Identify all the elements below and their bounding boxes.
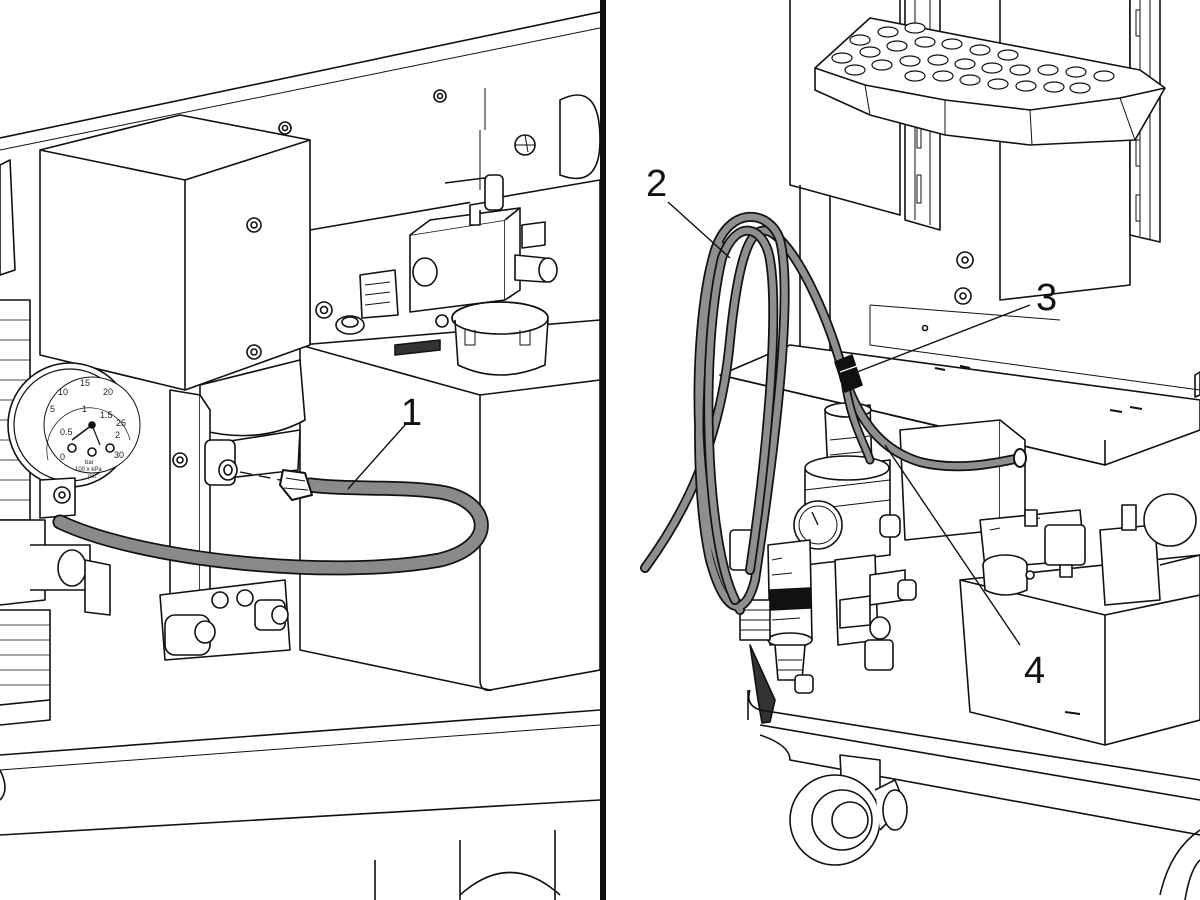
regulator-column xyxy=(0,159,16,276)
enclosure-box xyxy=(299,319,600,691)
gauge-tick-1: 1 xyxy=(82,404,87,414)
left-panel: 0 0.5 1 1.5 2 5 10 15 20 25 30 bar 100 x… xyxy=(0,11,600,900)
control-box xyxy=(39,114,311,391)
gauge-tick-5: 5 xyxy=(50,404,55,414)
gauge-tick-20: 20 xyxy=(103,387,113,397)
callout-4: 4 xyxy=(1024,650,1045,692)
callout-2: 2 xyxy=(646,163,667,205)
gauge-unit-kpa: 100 x kPa xyxy=(75,467,102,473)
hose-2-coil xyxy=(640,211,1025,615)
mounting-bracket xyxy=(169,389,201,626)
pressure-gauge: 0 0.5 1 1.5 2 5 10 15 20 25 30 bar 100 x… xyxy=(7,362,141,488)
gauge-unit-bar: bar xyxy=(85,460,94,466)
perforated-tray xyxy=(814,17,1166,146)
leader-line-2 xyxy=(667,201,731,259)
gauge-tick-2: 2 xyxy=(115,430,120,440)
leader-line-3 xyxy=(856,304,1031,373)
caster-wheel xyxy=(789,754,908,866)
hose-splice xyxy=(834,354,863,393)
panel-divider xyxy=(600,0,606,900)
gauge-tick-1.5: 1.5 xyxy=(100,410,113,420)
cart-floor xyxy=(0,709,600,756)
gauge-tick-15: 15 xyxy=(80,378,90,388)
gauge-tick-0.5: 0.5 xyxy=(60,427,73,437)
gauge-tick-30: 30 xyxy=(114,450,124,460)
callout-1: 1 xyxy=(401,392,422,434)
right-panel xyxy=(640,0,1200,900)
cabinet-top-edge xyxy=(0,11,600,139)
leader-line-4 xyxy=(884,444,1021,646)
cart-frame xyxy=(747,689,1200,781)
hose-nut xyxy=(279,469,313,501)
callout-3: 3 xyxy=(1036,277,1057,319)
leader-line-1 xyxy=(347,424,406,490)
gauge-tick-25: 25 xyxy=(116,418,126,428)
gauge-unit-psi: psi xyxy=(88,474,96,480)
gauge-tick-0: 0 xyxy=(60,452,65,462)
gauge-tick-10: 10 xyxy=(58,387,68,397)
